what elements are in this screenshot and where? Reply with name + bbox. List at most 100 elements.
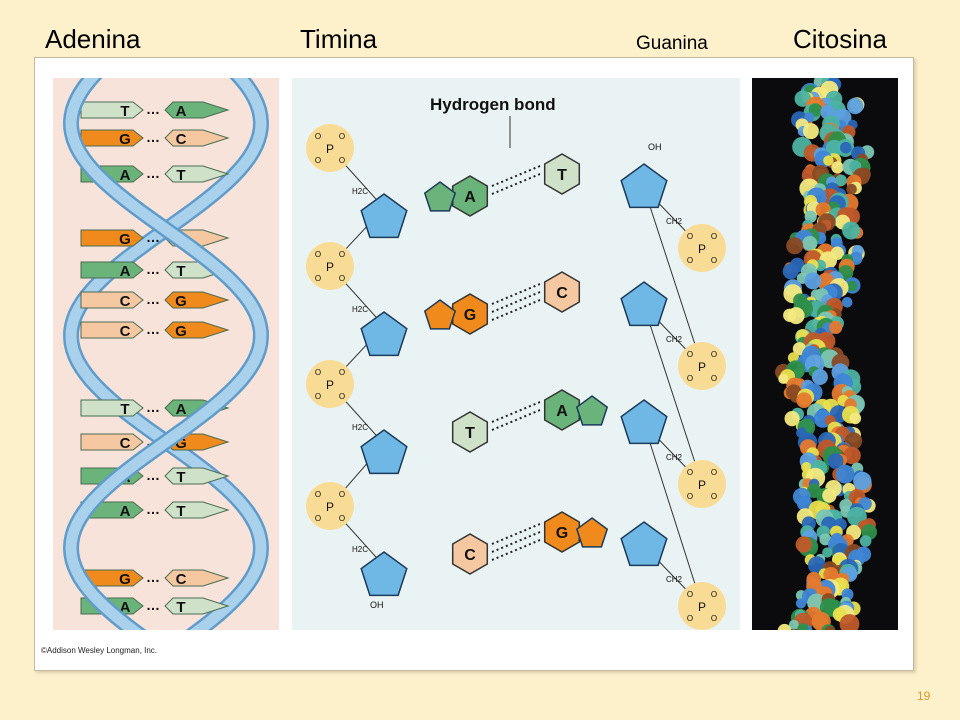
hydrogen-bond-dots: … bbox=[146, 467, 160, 483]
oxygen-label: O bbox=[687, 492, 693, 501]
atom-sphere bbox=[782, 263, 799, 280]
base-left-letter: G bbox=[119, 231, 131, 248]
hydrogen-bond-dots: … bbox=[146, 399, 160, 415]
atom-sphere bbox=[795, 536, 812, 553]
phosphorus-label: P bbox=[326, 378, 334, 392]
base-left-ring bbox=[451, 533, 489, 575]
base-right bbox=[164, 291, 230, 309]
oxygen-label: O bbox=[339, 132, 345, 141]
base-right-letter: C bbox=[556, 285, 568, 302]
hydrogen-bond-dots: … bbox=[146, 229, 160, 245]
atom-sphere bbox=[795, 598, 807, 609]
oxygen-label: O bbox=[315, 514, 321, 523]
ch2-label: CH2 bbox=[666, 217, 683, 226]
oxygen-label: O bbox=[711, 590, 717, 599]
deoxyribose-sugar-right bbox=[620, 399, 668, 445]
atom-sphere bbox=[829, 320, 843, 334]
oxygen-label: O bbox=[315, 250, 321, 259]
atom-sphere bbox=[846, 280, 858, 292]
atom-sphere bbox=[843, 446, 861, 465]
oxygen-label: O bbox=[711, 468, 717, 477]
base-left bbox=[80, 291, 144, 309]
base-left bbox=[80, 261, 144, 279]
right-backbone bbox=[643, 187, 703, 607]
oxygen-label: O bbox=[339, 490, 345, 499]
base-right-ring bbox=[543, 511, 581, 553]
base-right-ring bbox=[543, 153, 581, 195]
atom-sphere bbox=[840, 141, 852, 154]
hydrogen-bond-dots: … bbox=[146, 501, 160, 517]
base-left-ring-2 bbox=[423, 299, 457, 330]
phosphate-halo bbox=[306, 482, 354, 530]
phosphate-halo bbox=[306, 360, 354, 408]
base-left-letter: A bbox=[120, 263, 131, 280]
atom-sphere bbox=[822, 488, 837, 503]
atom-sphere bbox=[835, 464, 855, 484]
hydrogen-bond-dots: … bbox=[146, 597, 160, 613]
h2c-label: H2C bbox=[352, 305, 368, 314]
base-right-ring bbox=[543, 271, 581, 313]
oxygen-label: O bbox=[339, 368, 345, 377]
h2c-label: H2C bbox=[352, 545, 368, 554]
base-left-letter: C bbox=[120, 435, 131, 452]
base-right bbox=[164, 165, 230, 183]
ch2-label: CH2 bbox=[666, 453, 683, 462]
atom-sphere bbox=[842, 221, 861, 240]
deoxyribose-sugar-left bbox=[360, 193, 408, 239]
oxygen-label: O bbox=[711, 492, 717, 501]
atom-sphere bbox=[802, 235, 818, 251]
deoxyribose-sugar-right bbox=[620, 281, 668, 327]
oxygen-label: O bbox=[711, 350, 717, 359]
oxygen-label: O bbox=[339, 514, 345, 523]
base-left bbox=[80, 229, 144, 247]
atom-sphere bbox=[827, 453, 844, 469]
base-right-letter: T bbox=[176, 599, 185, 616]
phosphorus-label: P bbox=[326, 260, 334, 274]
atom-sphere bbox=[797, 495, 813, 512]
base-right bbox=[164, 101, 230, 119]
deoxyribose-sugar-left bbox=[360, 311, 408, 357]
oxygen-label: O bbox=[339, 392, 345, 401]
oxygen-label: O bbox=[315, 368, 321, 377]
atom-sphere bbox=[788, 619, 799, 630]
oxygen-label: O bbox=[711, 256, 717, 265]
oxygen-label: O bbox=[339, 156, 345, 165]
oxygen-label: O bbox=[687, 374, 693, 383]
base-right-letter: G bbox=[175, 435, 187, 452]
oxygen-label: O bbox=[687, 256, 693, 265]
phosphorus-label: P bbox=[698, 478, 706, 492]
base-left-ring bbox=[451, 293, 489, 335]
hydrogen-bond-dots: … bbox=[146, 129, 160, 145]
base-right-ring-2 bbox=[575, 395, 609, 426]
atom-sphere bbox=[847, 97, 864, 115]
atom-sphere bbox=[835, 174, 847, 186]
atom-sphere bbox=[784, 411, 800, 427]
phosphate-halo bbox=[306, 242, 354, 290]
heading-guanina: Guanina bbox=[636, 33, 708, 54]
oxygen-label: O bbox=[687, 590, 693, 599]
base-right-letter: T bbox=[557, 167, 567, 184]
oxygen-label: O bbox=[711, 374, 717, 383]
atom-sphere bbox=[804, 272, 822, 290]
atom-sphere bbox=[787, 307, 805, 325]
base-right bbox=[164, 129, 230, 147]
phosphorus-label: P bbox=[698, 242, 706, 256]
hydrogen-bond-line bbox=[491, 539, 541, 561]
backbone-strand-1 bbox=[65, 62, 267, 644]
oh-label-bottom: OH bbox=[370, 600, 384, 610]
base-right-letter: G bbox=[556, 525, 568, 542]
base-right bbox=[164, 321, 230, 339]
